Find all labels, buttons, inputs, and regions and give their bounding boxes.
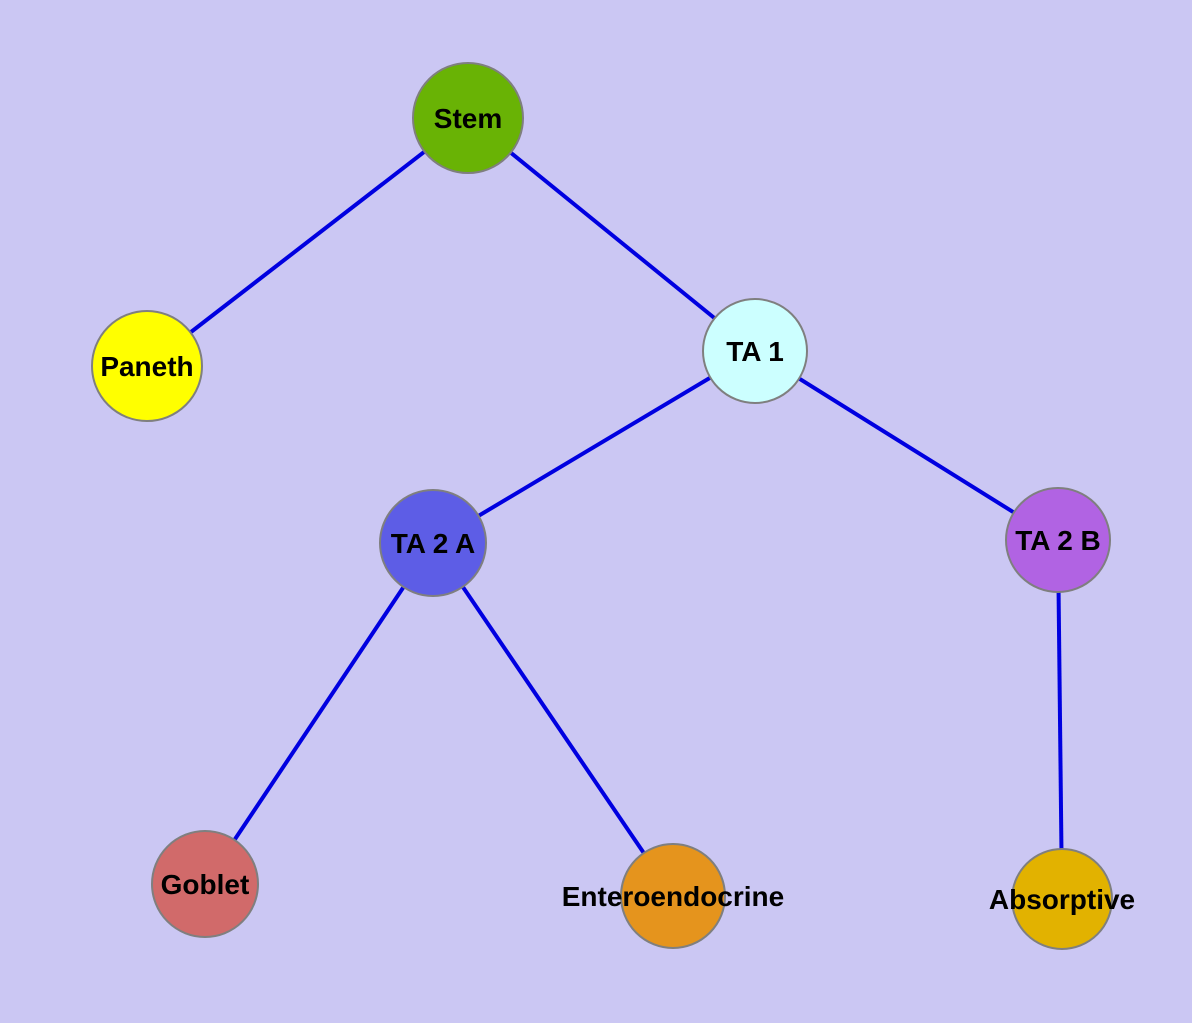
node-goblet[interactable]: Goblet — [151, 830, 259, 938]
node-circle-paneth[interactable] — [91, 310, 203, 422]
node-paneth[interactable]: Paneth — [91, 310, 203, 422]
edge-ta2a-goblet — [203, 541, 435, 886]
edge-stem-paneth — [145, 116, 470, 368]
node-circle-absorptive[interactable] — [1011, 848, 1113, 950]
edge-ta2b-absorptive — [1056, 539, 1064, 900]
edge-ta1-ta2a — [431, 349, 757, 545]
node-ta2b[interactable]: TA 2 B — [1005, 487, 1111, 593]
node-ta2a[interactable]: TA 2 A — [379, 489, 487, 597]
node-stem[interactable]: Stem — [412, 62, 524, 174]
node-circle-stem[interactable] — [412, 62, 524, 174]
edge-ta2a-enteroendocrine — [431, 541, 675, 898]
node-circle-ta1[interactable] — [702, 298, 808, 404]
node-ta1[interactable]: TA 1 — [702, 298, 808, 404]
node-circle-ta2b[interactable] — [1005, 487, 1111, 593]
node-circle-ta2a[interactable] — [379, 489, 487, 597]
node-circle-goblet[interactable] — [151, 830, 259, 938]
edge-ta1-ta2b — [753, 349, 1060, 542]
node-circle-enteroendocrine[interactable] — [620, 843, 726, 949]
edge-stem-ta1 — [466, 116, 757, 353]
